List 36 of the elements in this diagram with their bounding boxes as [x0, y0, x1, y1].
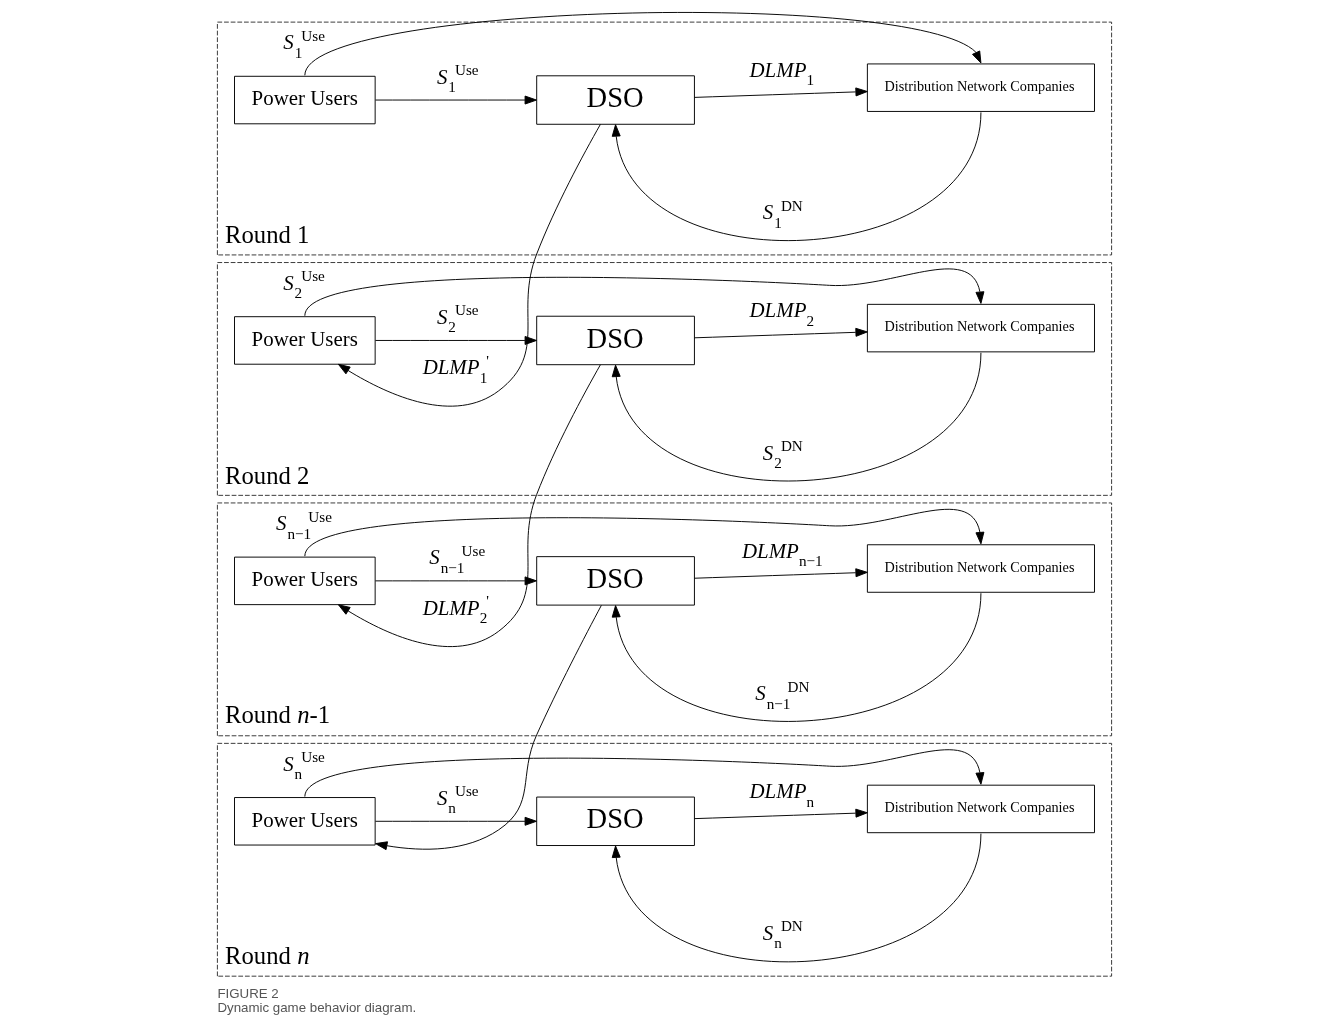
- edge-label: DLMP$_{1}$: [749, 57, 814, 89]
- arrow: [303, 508, 984, 557]
- arrow: [374, 95, 537, 105]
- node-box: DSO: [535, 796, 695, 846]
- arrow: [303, 268, 984, 317]
- arrow: [374, 604, 602, 851]
- node-box: Distribution Network Companies: [866, 63, 1095, 112]
- edge-label: DLMP$_{2}$: [749, 298, 814, 329]
- arrow: [374, 576, 537, 586]
- node-box: Power Users: [233, 316, 376, 365]
- node-box: Power Users: [233, 75, 376, 125]
- node-box: DSO: [535, 556, 695, 606]
- arrow: [374, 336, 537, 345]
- node-box: Power Users: [233, 797, 376, 846]
- arrow: [303, 749, 984, 798]
- edge-label: DLMP$_{n−1}$: [741, 538, 823, 570]
- arrow: [337, 364, 601, 648]
- arrow: [693, 87, 868, 98]
- arrow: [611, 111, 981, 241]
- arrow: [693, 327, 868, 339]
- node-box: Power Users: [233, 556, 376, 606]
- arrow: [611, 352, 981, 482]
- edge-label: DLMP$_{n}$: [749, 779, 814, 810]
- arrow: [374, 816, 537, 826]
- node-box: Distribution Network Companies: [866, 303, 1095, 353]
- arrow: [337, 123, 601, 407]
- arrow: [611, 592, 981, 722]
- diagram-title: FIGURE 2: [216, 986, 279, 1002]
- node-box: DSO: [535, 315, 695, 366]
- caption: Dynamic game behavior diagram.: [216, 1000, 416, 1016]
- arrow: [611, 833, 981, 962]
- node-box: Distribution Network Companies: [866, 784, 1095, 834]
- node-box: Distribution Network Companies: [866, 544, 1095, 593]
- node-box: DSO: [535, 75, 695, 125]
- arrow: [693, 808, 868, 820]
- arrow: [693, 568, 868, 579]
